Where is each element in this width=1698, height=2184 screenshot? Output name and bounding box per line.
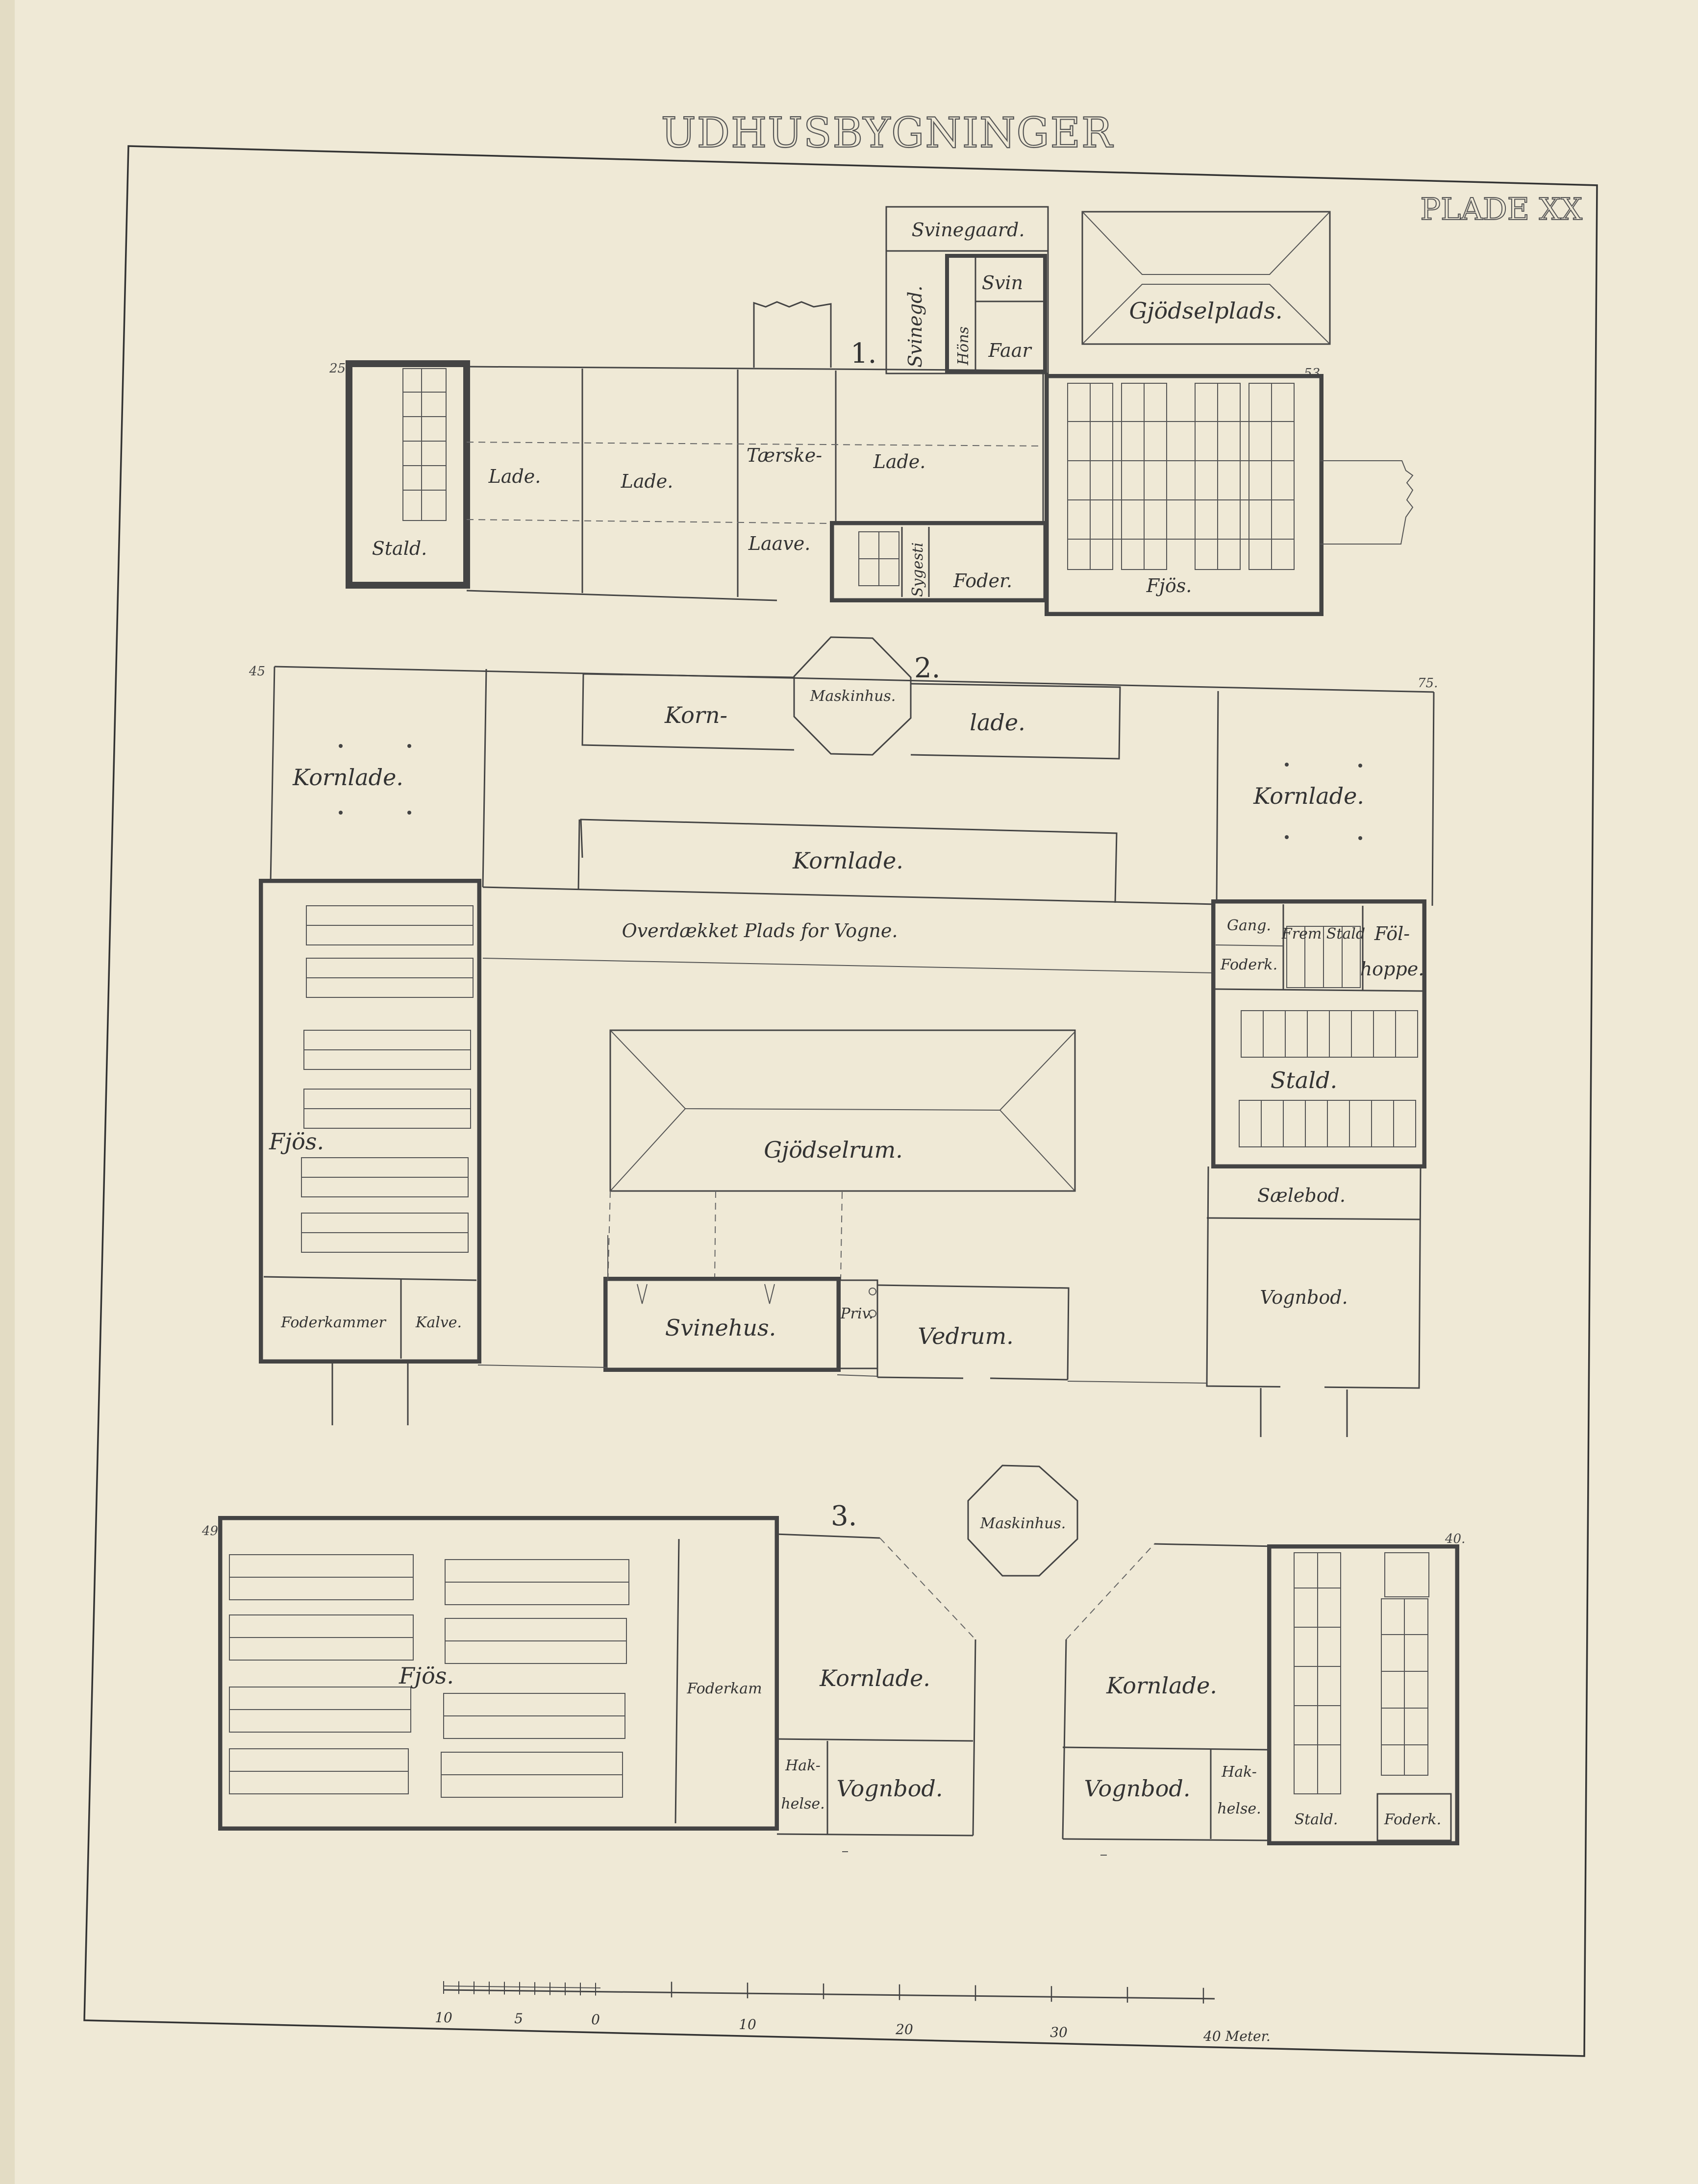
kornlade-left-label: Kornlade. — [292, 764, 403, 791]
plan-2-stald-stalls — [1239, 1010, 1418, 1147]
plan-1-fjos-label: Fjös. — [1146, 575, 1192, 596]
plan-2-fjos-label: Fjös. — [269, 1128, 324, 1155]
vedrum-label: Vedrum. — [918, 1323, 1014, 1349]
priv-label: Priv. — [840, 1305, 873, 1322]
gjodselrum-area — [609, 1029, 1076, 1192]
plan-3-stald-label: Stald. — [1295, 1811, 1338, 1828]
taershe-label: Tærske- — [747, 445, 822, 466]
gjodselplads-label: Gjödselplads. — [1129, 298, 1283, 324]
scale-bar: 10 5 0 10 20 30 40 Meter. — [435, 1981, 1271, 2044]
scale-tick-10: 10 — [739, 2016, 756, 2033]
svinegd-label: Svinegd. — [904, 286, 926, 368]
scale-tick-40-meter: 40 Meter. — [1203, 2028, 1271, 2044]
plan-3-fjos-stalls — [229, 1554, 629, 1798]
plan-3-vognbod-left-label: Vognbod. — [837, 1775, 943, 1802]
plan-3-corner-right: 40. — [1445, 1532, 1465, 1546]
hons-label: Höns — [955, 326, 972, 366]
plan-3-maskinhus — [967, 1464, 1078, 1577]
scale-tick-10-left: 10 — [435, 2010, 452, 2026]
kalve-label: Kalve. — [415, 1314, 462, 1331]
foder-label: Foder. — [953, 570, 1012, 592]
kornlade-right-label: Kornlade. — [1253, 783, 1364, 809]
plan-2: 2. 45 75. Maskinhus. Korn- lade. Kornlad… — [249, 636, 1438, 1437]
hakhelse-left-2: helse. — [781, 1795, 824, 1812]
scale-tick-5: 5 — [514, 2010, 523, 2027]
lade-a-label: Lade. — [488, 466, 541, 487]
stald-label: Stald. — [372, 538, 427, 559]
binding-edge — [0, 0, 15, 2184]
plan-1-stald-stalls — [402, 368, 447, 521]
plan-3-vognbod-right-label: Vognbod. — [1084, 1775, 1191, 1802]
plate-title: UDHUSBYGNINGER — [661, 109, 1114, 157]
priv-room — [836, 1279, 878, 1369]
hakhelse-left-1: Hak- — [785, 1757, 821, 1774]
fol-label: Föl- — [1374, 923, 1410, 944]
plan-3: 3. 49 40. Maskinhus. Fjös. — [201, 1464, 1465, 1856]
plan-2-maskinhus — [793, 636, 912, 756]
sygesti-label: Sygesti — [909, 542, 926, 597]
plan-3-foderk-label: Foderk. — [1384, 1811, 1441, 1828]
svinegaard-label: Svinegaard. — [912, 219, 1025, 241]
plan-3-stald-stalls — [1294, 1552, 1429, 1794]
plan-3-kornlade-right-label: Kornlade. — [1106, 1672, 1217, 1699]
overdaekket-label: Overdækket Plads for Vogne. — [622, 920, 898, 942]
gang-label: Gang. — [1227, 917, 1271, 934]
lade-c-label: Lade. — [873, 451, 926, 472]
gjodselrum-label: Gjödselrum. — [764, 1137, 903, 1163]
plate-number: PLADE XX — [1420, 191, 1582, 227]
plan-3-corner-left: 49 — [201, 1524, 218, 1539]
korn-lade-label: lade. — [970, 709, 1025, 736]
plan-1-number: 1. — [850, 338, 876, 370]
fremstald-label: Frem Stald — [1281, 925, 1365, 943]
scale-tick-0: 0 — [591, 2011, 600, 2028]
saelebod-label: Sælebod. — [1257, 1185, 1346, 1206]
plan-3-maskinhus-label: Maskinhus. — [980, 1515, 1066, 1532]
plan-1: 1. 25 53 Svinegaard. Svinegd. Svin Höns … — [329, 206, 1414, 616]
svin-label: Svin — [982, 272, 1023, 294]
hoppe-label: hoppe. — [1360, 958, 1424, 980]
faar-label: Faar — [988, 340, 1032, 361]
plan-2-stald-label: Stald. — [1271, 1067, 1337, 1093]
plan-2-maskinhus-label: Maskinhus. — [810, 688, 896, 705]
korn-label: Korn- — [664, 702, 727, 728]
kornlade-mid-label: Kornlade. — [792, 847, 903, 874]
plate-frame — [83, 145, 1598, 2057]
plan-3-fjos-label: Fjös. — [399, 1663, 454, 1689]
plan-2-corner-right: 75. — [1418, 676, 1438, 691]
svinehus-label: Svinehus. — [665, 1315, 776, 1341]
laave-label: Laave. — [748, 533, 811, 554]
foderk-label: Foderk. — [1220, 956, 1277, 973]
scale-tick-20: 20 — [895, 2021, 913, 2037]
plan-3-kornlade-left-label: Kornlade. — [819, 1665, 930, 1691]
plan-2-corner-left: 45 — [249, 664, 265, 679]
plan-2-number: 2. — [914, 652, 940, 684]
scale-tick-30: 30 — [1050, 2024, 1068, 2040]
foderkammer-label: Foderkammer — [280, 1314, 386, 1331]
plan-1-fjos-stalls — [1067, 383, 1295, 570]
foderkam-label: Foderkam — [686, 1680, 762, 1697]
gjodselplads-area — [1081, 211, 1331, 345]
lade-b-label: Lade. — [621, 471, 674, 492]
plan-2-vognbod-label: Vognbod. — [1260, 1287, 1348, 1308]
plan-2-fjos-stalls — [301, 905, 474, 1253]
hakhelse-right-1: Hak- — [1221, 1763, 1257, 1781]
plan-3-number: 3. — [831, 1500, 857, 1532]
plan-1-corner-left: 25 — [329, 361, 346, 376]
hakhelse-right-2: helse. — [1217, 1800, 1261, 1817]
